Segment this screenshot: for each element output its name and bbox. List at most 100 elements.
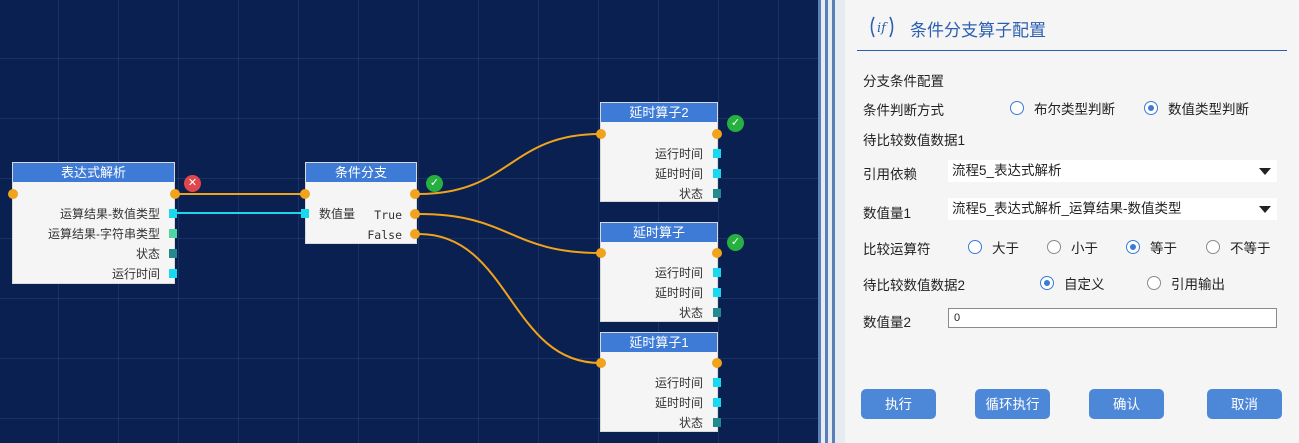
output-label-false: False — [367, 228, 402, 242]
radio-button[interactable] — [1047, 240, 1061, 254]
panel-title: 条件分支算子配置 — [910, 21, 1046, 40]
radio-label: 引用输出 — [1171, 277, 1225, 292]
panel-splitter[interactable] — [818, 0, 845, 443]
radio-button-selected[interactable] — [1040, 276, 1054, 290]
node-conditional-branch[interactable]: 条件分支 数值量 True False — [305, 162, 417, 244]
compare1-label: 待比较数值数据1 — [863, 133, 966, 148]
delay2-output-port[interactable] — [712, 129, 722, 139]
expr-output-port[interactable] — [170, 189, 180, 199]
port-label-run-time: 运行时间 — [654, 147, 703, 161]
delay2-input-port[interactable] — [596, 129, 606, 139]
port-label-status: 状态 — [678, 306, 703, 320]
delay-status-port[interactable] — [713, 308, 721, 317]
delay2-status-port[interactable] — [713, 189, 721, 198]
radio-reference-output[interactable]: 引用输出 — [1147, 273, 1225, 293]
branch-input-port[interactable] — [300, 189, 310, 199]
expr-status-port[interactable] — [169, 249, 177, 258]
delay2-delaytime-port[interactable] — [713, 169, 721, 178]
success-icon: ✓ — [426, 175, 443, 192]
delay-delaytime-port[interactable] — [713, 288, 721, 297]
radio-label: 数值类型判断 — [1168, 102, 1249, 117]
splitter-line — [818, 0, 821, 443]
branch-value-input-port[interactable] — [301, 209, 309, 218]
radio-not-equal[interactable]: 不等于 — [1206, 237, 1271, 257]
confirm-button[interactable]: 确认 — [1089, 389, 1164, 419]
expr-numeric-port[interactable] — [169, 209, 177, 218]
dropdown-arrow-icon[interactable] — [1259, 168, 1271, 175]
radio-label: 不等于 — [1230, 241, 1271, 256]
radio-button[interactable] — [1147, 276, 1161, 290]
port-label-delay-time: 延时时间 — [654, 286, 703, 300]
delay-input-port[interactable] — [596, 248, 606, 258]
cancel-button[interactable]: 取消 — [1207, 389, 1282, 419]
delay1-output-port[interactable] — [712, 358, 722, 368]
wire-false-to-delay1 — [418, 233, 601, 364]
radio-button[interactable] — [1010, 101, 1024, 115]
success-icon: ✓ — [727, 234, 744, 251]
delay-runtime-port[interactable] — [713, 268, 721, 277]
radio-equal[interactable]: 等于 — [1126, 237, 1177, 257]
delay-output-port[interactable] — [712, 248, 722, 258]
delay1-status-port[interactable] — [713, 418, 721, 427]
delay1-runtime-port[interactable] — [713, 378, 721, 387]
radio-button[interactable] — [968, 240, 982, 254]
expr-string-port[interactable] — [169, 229, 177, 238]
port-label-delay-time: 延时时间 — [654, 396, 703, 410]
judge-mode-label: 条件判断方式 — [863, 103, 944, 118]
radio-bool-judge[interactable]: 布尔类型判断 — [1010, 98, 1115, 118]
input-label-value: 数值量 — [319, 207, 356, 221]
value2-input[interactable]: 0 — [948, 308, 1277, 328]
branch-output-port[interactable] — [410, 189, 420, 199]
port-label-delay-time: 延时时间 — [654, 167, 703, 181]
header-divider — [857, 50, 1287, 51]
radio-greater-than[interactable]: 大于 — [968, 237, 1019, 257]
expr-runtime-port[interactable] — [169, 269, 177, 278]
dropdown-arrow-icon[interactable] — [1259, 206, 1271, 213]
flow-canvas[interactable]: 表达式解析 运算结果-数值类型 运算结果-字符串类型 状态 运行时间 ✕ 条件分… — [0, 0, 818, 443]
node-title: 表达式解析 — [13, 163, 174, 182]
port-label-status: 状态 — [678, 416, 703, 430]
dropdown-value: 流程5_表达式解析_运算结果-数值类型 — [952, 201, 1182, 216]
value1-dropdown[interactable]: 流程5_表达式解析_运算结果-数值类型 — [948, 198, 1277, 220]
node-delay-1[interactable]: 延时算子1 运行时间 延时时间 状态 — [600, 332, 718, 432]
delay1-delaytime-port[interactable] — [713, 398, 721, 407]
svg-text:if: if — [877, 21, 888, 36]
node-delay-2[interactable]: 延时算子2 运行时间 延时时间 状态 — [600, 102, 718, 202]
delay2-runtime-port[interactable] — [713, 149, 721, 158]
port-label-run-time: 运行时间 — [654, 376, 703, 390]
radio-less-than[interactable]: 小于 — [1047, 237, 1098, 257]
dropdown-value: 流程5_表达式解析 — [952, 163, 1062, 178]
radio-button[interactable] — [1206, 240, 1220, 254]
port-label-run-time: 运行时间 — [654, 266, 703, 280]
radio-label: 等于 — [1150, 241, 1177, 256]
radio-label: 自定义 — [1064, 277, 1105, 292]
radio-label: 大于 — [992, 241, 1019, 256]
wire-true-to-delay — [418, 213, 601, 254]
node-title: 延时算子2 — [601, 103, 717, 122]
port-label-numeric-result: 运算结果-数值类型 — [60, 207, 160, 221]
branch-true-port[interactable] — [410, 209, 420, 219]
value1-label: 数值量1 — [863, 206, 912, 221]
expr-input-port[interactable] — [8, 189, 18, 199]
node-title: 延时算子 — [601, 223, 717, 242]
loop-run-button[interactable]: 循环执行 — [975, 389, 1050, 419]
radio-custom[interactable]: 自定义 — [1040, 273, 1105, 293]
reference-dropdown[interactable]: 流程5_表达式解析 — [948, 160, 1277, 182]
radio-button-selected[interactable] — [1144, 101, 1158, 115]
reference-label: 引用依赖 — [863, 167, 917, 182]
radio-button-selected[interactable] — [1126, 240, 1140, 254]
node-title: 延时算子1 — [601, 333, 717, 352]
run-button[interactable]: 执行 — [861, 389, 936, 419]
port-label-status: 状态 — [678, 187, 703, 201]
splitter-line — [832, 0, 835, 443]
radio-numeric-judge[interactable]: 数值类型判断 — [1144, 98, 1249, 118]
compare2-label: 待比较数值数据2 — [863, 278, 966, 293]
branch-false-port[interactable] — [410, 229, 420, 239]
node-title: 条件分支 — [306, 163, 416, 182]
splitter-line — [825, 0, 828, 443]
node-delay[interactable]: 延时算子 运行时间 延时时间 状态 — [600, 222, 718, 322]
port-label-status: 状态 — [135, 247, 160, 261]
delay1-input-port[interactable] — [596, 358, 606, 368]
port-label-string-result: 运算结果-字符串类型 — [48, 227, 160, 241]
node-expression-parse[interactable]: 表达式解析 运算结果-数值类型 运算结果-字符串类型 状态 运行时间 — [12, 162, 175, 284]
